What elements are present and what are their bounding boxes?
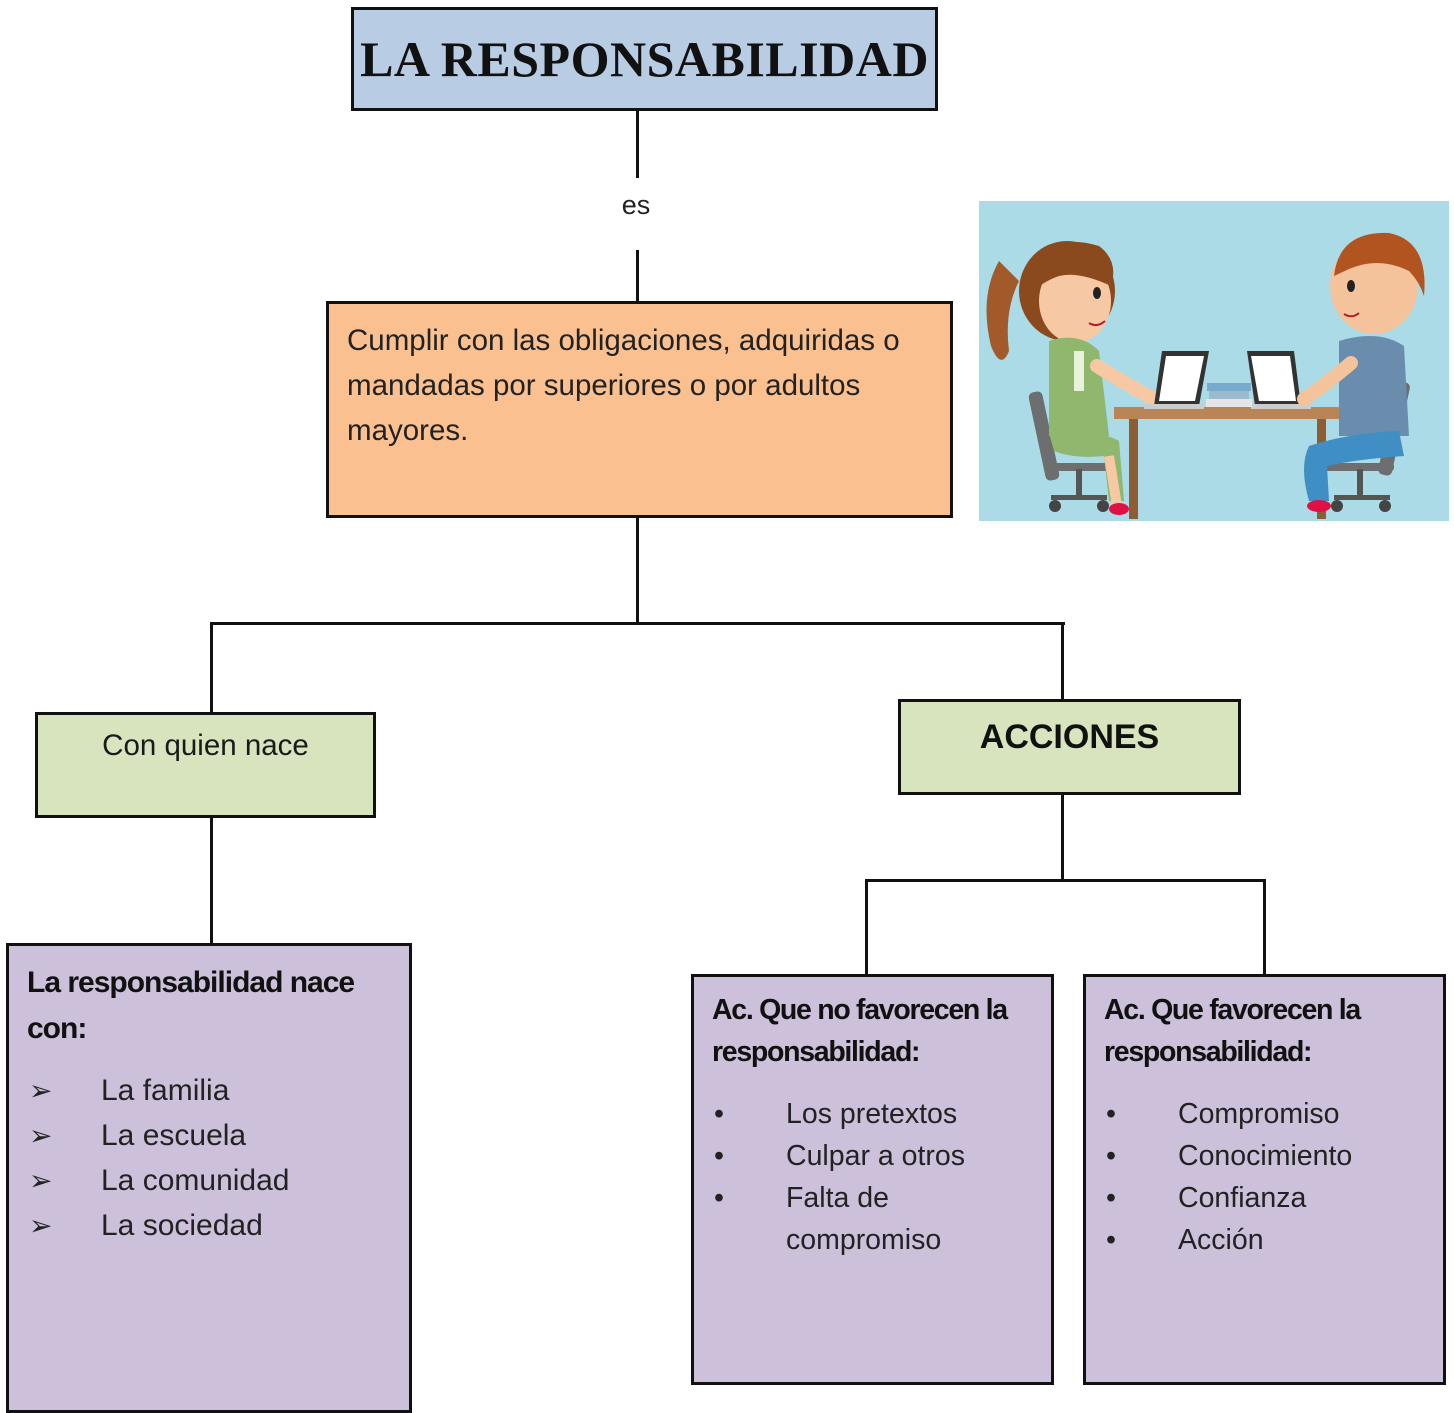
list-item: ➢ La comunidad [27, 1158, 391, 1203]
connector-horizontal-acciones [865, 879, 1266, 882]
list-item-label: Falta de compromiso [786, 1182, 942, 1256]
laptop-left [1144, 351, 1209, 409]
connector-to-quien [210, 622, 213, 714]
dot-bullet-icon: • [1106, 1182, 1116, 1214]
list-item-label: La comunidad [101, 1164, 290, 1197]
arrow-bullet-icon: ➢ [29, 1210, 53, 1241]
con-quien-nace-label: Con quien nace [102, 729, 309, 762]
definition-box: Cumplir con las obligaciones, adquiridas… [326, 301, 953, 518]
diagram-title: LA RESPONSABILIDAD [360, 31, 929, 87]
definition-text: Cumplir con las obligaciones, adquiridas… [347, 324, 900, 447]
connector-definition-down [636, 517, 639, 625]
connector-quien-to-nace [210, 816, 213, 945]
list-item: ➢ La familia [27, 1068, 391, 1113]
connector-horizontal-main [210, 622, 1065, 625]
list-item-label: Compromiso [1178, 1098, 1340, 1130]
list-item: ➢ La escuela [27, 1113, 391, 1158]
list-item-label: Los pretextos [786, 1098, 958, 1130]
girl-chair [1028, 391, 1115, 512]
connector-title-to-es [636, 110, 639, 178]
list-item: • Compromiso [1104, 1093, 1425, 1135]
dot-bullet-icon: • [714, 1140, 724, 1172]
list-item: • Falta de compromiso [712, 1177, 1033, 1261]
list-item-label: La sociedad [101, 1209, 263, 1242]
connector-label: es [621, 190, 651, 220]
list-item: • Culpar a otros [712, 1135, 1033, 1177]
list-item: • Conocimiento [1104, 1135, 1425, 1177]
list-item-label: Confianza [1178, 1182, 1307, 1214]
no-favorecen-box: Ac. Que no favorecen la responsabilidad:… [691, 974, 1054, 1385]
books-stack [1206, 383, 1252, 407]
nace-con-box: La responsabilidad nace con: ➢ La familia… [6, 943, 412, 1413]
list-item: • Confianza [1104, 1177, 1425, 1219]
list-item-label: La escuela [101, 1119, 247, 1152]
girl-figure [986, 241, 1161, 515]
list-item-label: Acción [1178, 1224, 1264, 1256]
acciones-label: ACCIONES [979, 718, 1160, 756]
arrow-bullet-icon: ➢ [29, 1120, 53, 1151]
connector-es-to-definition [636, 250, 639, 302]
connector-to-nofav [865, 879, 868, 976]
dot-bullet-icon: • [714, 1098, 724, 1130]
arrow-bullet-icon: ➢ [29, 1165, 53, 1196]
list-item-label: Conocimiento [1178, 1140, 1353, 1172]
connector-acciones-down [1061, 793, 1064, 881]
dot-bullet-icon: • [714, 1182, 724, 1214]
favorecen-heading: Ac. Que favorecen la responsabilidad: [1104, 994, 1361, 1068]
title-box: LA RESPONSABILIDAD [351, 7, 938, 111]
dot-bullet-icon: • [1106, 1140, 1116, 1172]
list-item: • Acción [1104, 1219, 1425, 1261]
dot-bullet-icon: • [1106, 1224, 1116, 1256]
con-quien-nace-box: Con quien nace [35, 712, 376, 818]
list-item-label: La familia [101, 1074, 230, 1107]
connector-to-acciones [1061, 622, 1064, 701]
arrow-bullet-icon: ➢ [29, 1075, 53, 1106]
boy-figure [1297, 232, 1425, 512]
favorecen-box: Ac. Que favorecen la responsabilidad: • C… [1083, 974, 1446, 1385]
no-favorecen-heading: Ac. Que no favorecen la responsabilidad: [712, 994, 1008, 1068]
nace-con-heading: La responsabilidad nace con: [27, 966, 355, 1045]
list-item-label: Culpar a otros [786, 1140, 966, 1172]
connector-to-fav [1263, 879, 1266, 976]
list-item: • Los pretextos [712, 1093, 1033, 1135]
children-at-desk-illustration [979, 201, 1449, 521]
acciones-box: ACCIONES [898, 699, 1241, 795]
list-item: ➢ La sociedad [27, 1203, 391, 1248]
laptop-right [1247, 351, 1311, 409]
dot-bullet-icon: • [1106, 1098, 1116, 1130]
